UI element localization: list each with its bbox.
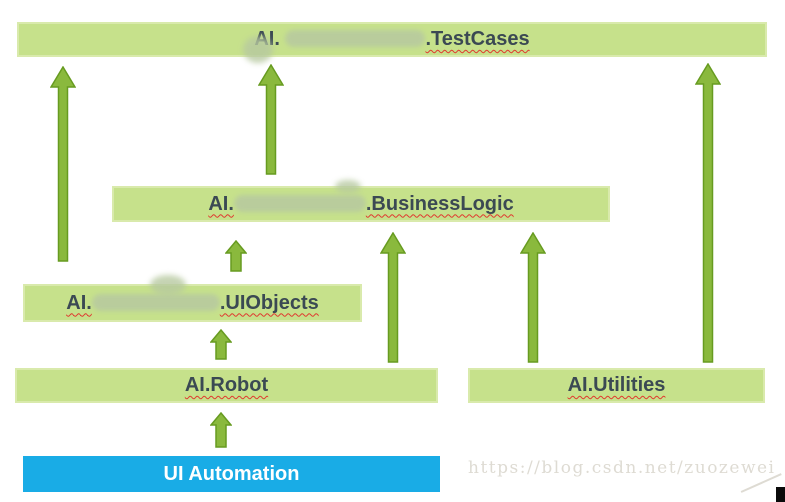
node-uiobjects-label: AI. .UIObjects — [66, 292, 318, 315]
arrow-ui-automation-to-robot — [210, 412, 232, 448]
node-testcases: AI. .TestCases — [17, 22, 767, 57]
redacted-text — [91, 293, 220, 311]
arrow-uiobjects-to-testcases — [50, 66, 76, 262]
text-cursor — [776, 487, 785, 502]
arrow-uiobjects-to-businesslogic — [225, 240, 247, 272]
node-uiobjects-suffix: .UIObjects — [219, 291, 319, 314]
redaction-blob — [243, 36, 273, 63]
node-utilities: AI.Utilities — [468, 368, 765, 403]
node-robot: AI.Robot — [15, 368, 438, 403]
node-testcases-suffix: .TestCases — [425, 28, 530, 50]
node-ui-automation: UI Automation — [23, 456, 440, 492]
node-businesslogic-prefix: AI. — [208, 192, 234, 215]
node-robot-label: AI.Robot — [184, 374, 269, 396]
arrow-businesslogic-to-testcases — [258, 64, 284, 175]
arrow-utilities-to-testcases — [695, 63, 721, 363]
redacted-text — [233, 194, 366, 212]
node-testcases-label: AI. .TestCases — [254, 28, 529, 51]
node-businesslogic-label: AI. .BusinessLogic — [208, 193, 513, 216]
node-uiobjects: AI. .UIObjects — [23, 284, 362, 322]
arrow-robot-to-businesslogic — [380, 232, 406, 363]
arrow-robot-to-uiobjects — [210, 329, 232, 360]
redacted-text — [285, 30, 426, 47]
redaction-blob — [150, 275, 186, 295]
node-utilities-label: AI.Utilities — [567, 374, 666, 396]
arrow-utilities-to-businesslogic — [520, 232, 546, 363]
node-uiobjects-prefix: AI. — [66, 291, 92, 314]
redaction-blob — [335, 180, 361, 193]
csdn-watermark: https://blog.csdn.net/zuozewei — [468, 458, 776, 478]
node-businesslogic-suffix: .BusinessLogic — [365, 192, 514, 215]
node-businesslogic: AI. .BusinessLogic — [112, 186, 610, 222]
node-ui-automation-label: UI Automation — [163, 462, 300, 485]
